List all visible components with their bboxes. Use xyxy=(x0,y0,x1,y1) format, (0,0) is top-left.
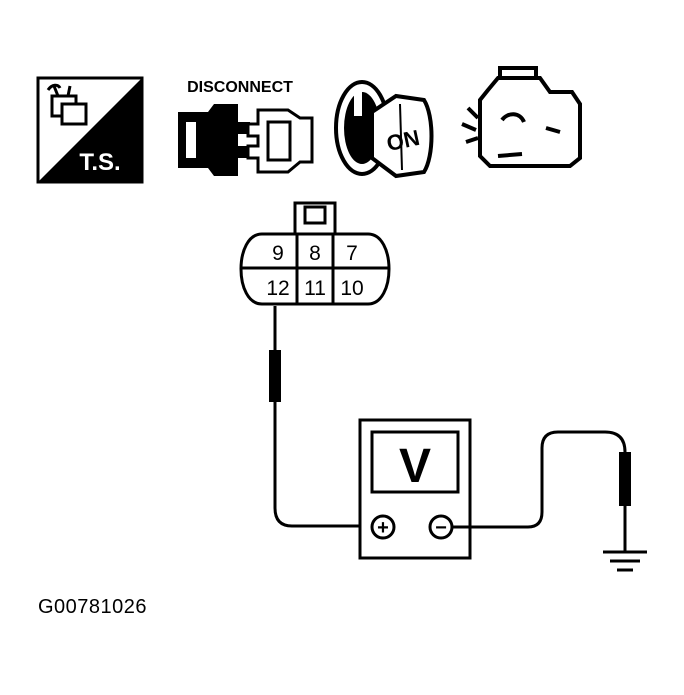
negative-terminal-symbol: − xyxy=(435,517,447,539)
figure-id: G00781026 xyxy=(38,596,148,618)
pin-label: 8 xyxy=(309,242,321,265)
harness-connector: 9 8 7 12 11 10 xyxy=(239,201,391,306)
troubleshooting-icon: T.S. xyxy=(36,76,144,184)
positive-probe-lead xyxy=(269,306,372,528)
voltmeter-label: V xyxy=(399,440,431,493)
pin-label: 11 xyxy=(304,277,326,300)
pin-label: 9 xyxy=(272,242,284,265)
disconnect-icon: DISCONNECT xyxy=(178,79,314,176)
voltmeter: V + − xyxy=(358,418,472,560)
engine-icon xyxy=(461,66,582,168)
ignition-on-icon: ON xyxy=(334,80,434,179)
negative-probe-lead xyxy=(452,430,631,552)
ground-symbol xyxy=(603,550,647,572)
negative-probe-tip xyxy=(619,452,631,506)
troubleshooting-label: T.S. xyxy=(79,149,120,176)
positive-terminal-symbol: + xyxy=(377,517,389,539)
disconnect-label: DISCONNECT xyxy=(187,79,293,96)
pin-label: 12 xyxy=(266,277,289,300)
positive-probe-tip xyxy=(269,350,281,402)
harness-connector-icon xyxy=(46,83,88,126)
pin-label: 10 xyxy=(340,277,363,300)
pin-label: 7 xyxy=(346,242,358,265)
positive-terminal xyxy=(370,514,396,540)
